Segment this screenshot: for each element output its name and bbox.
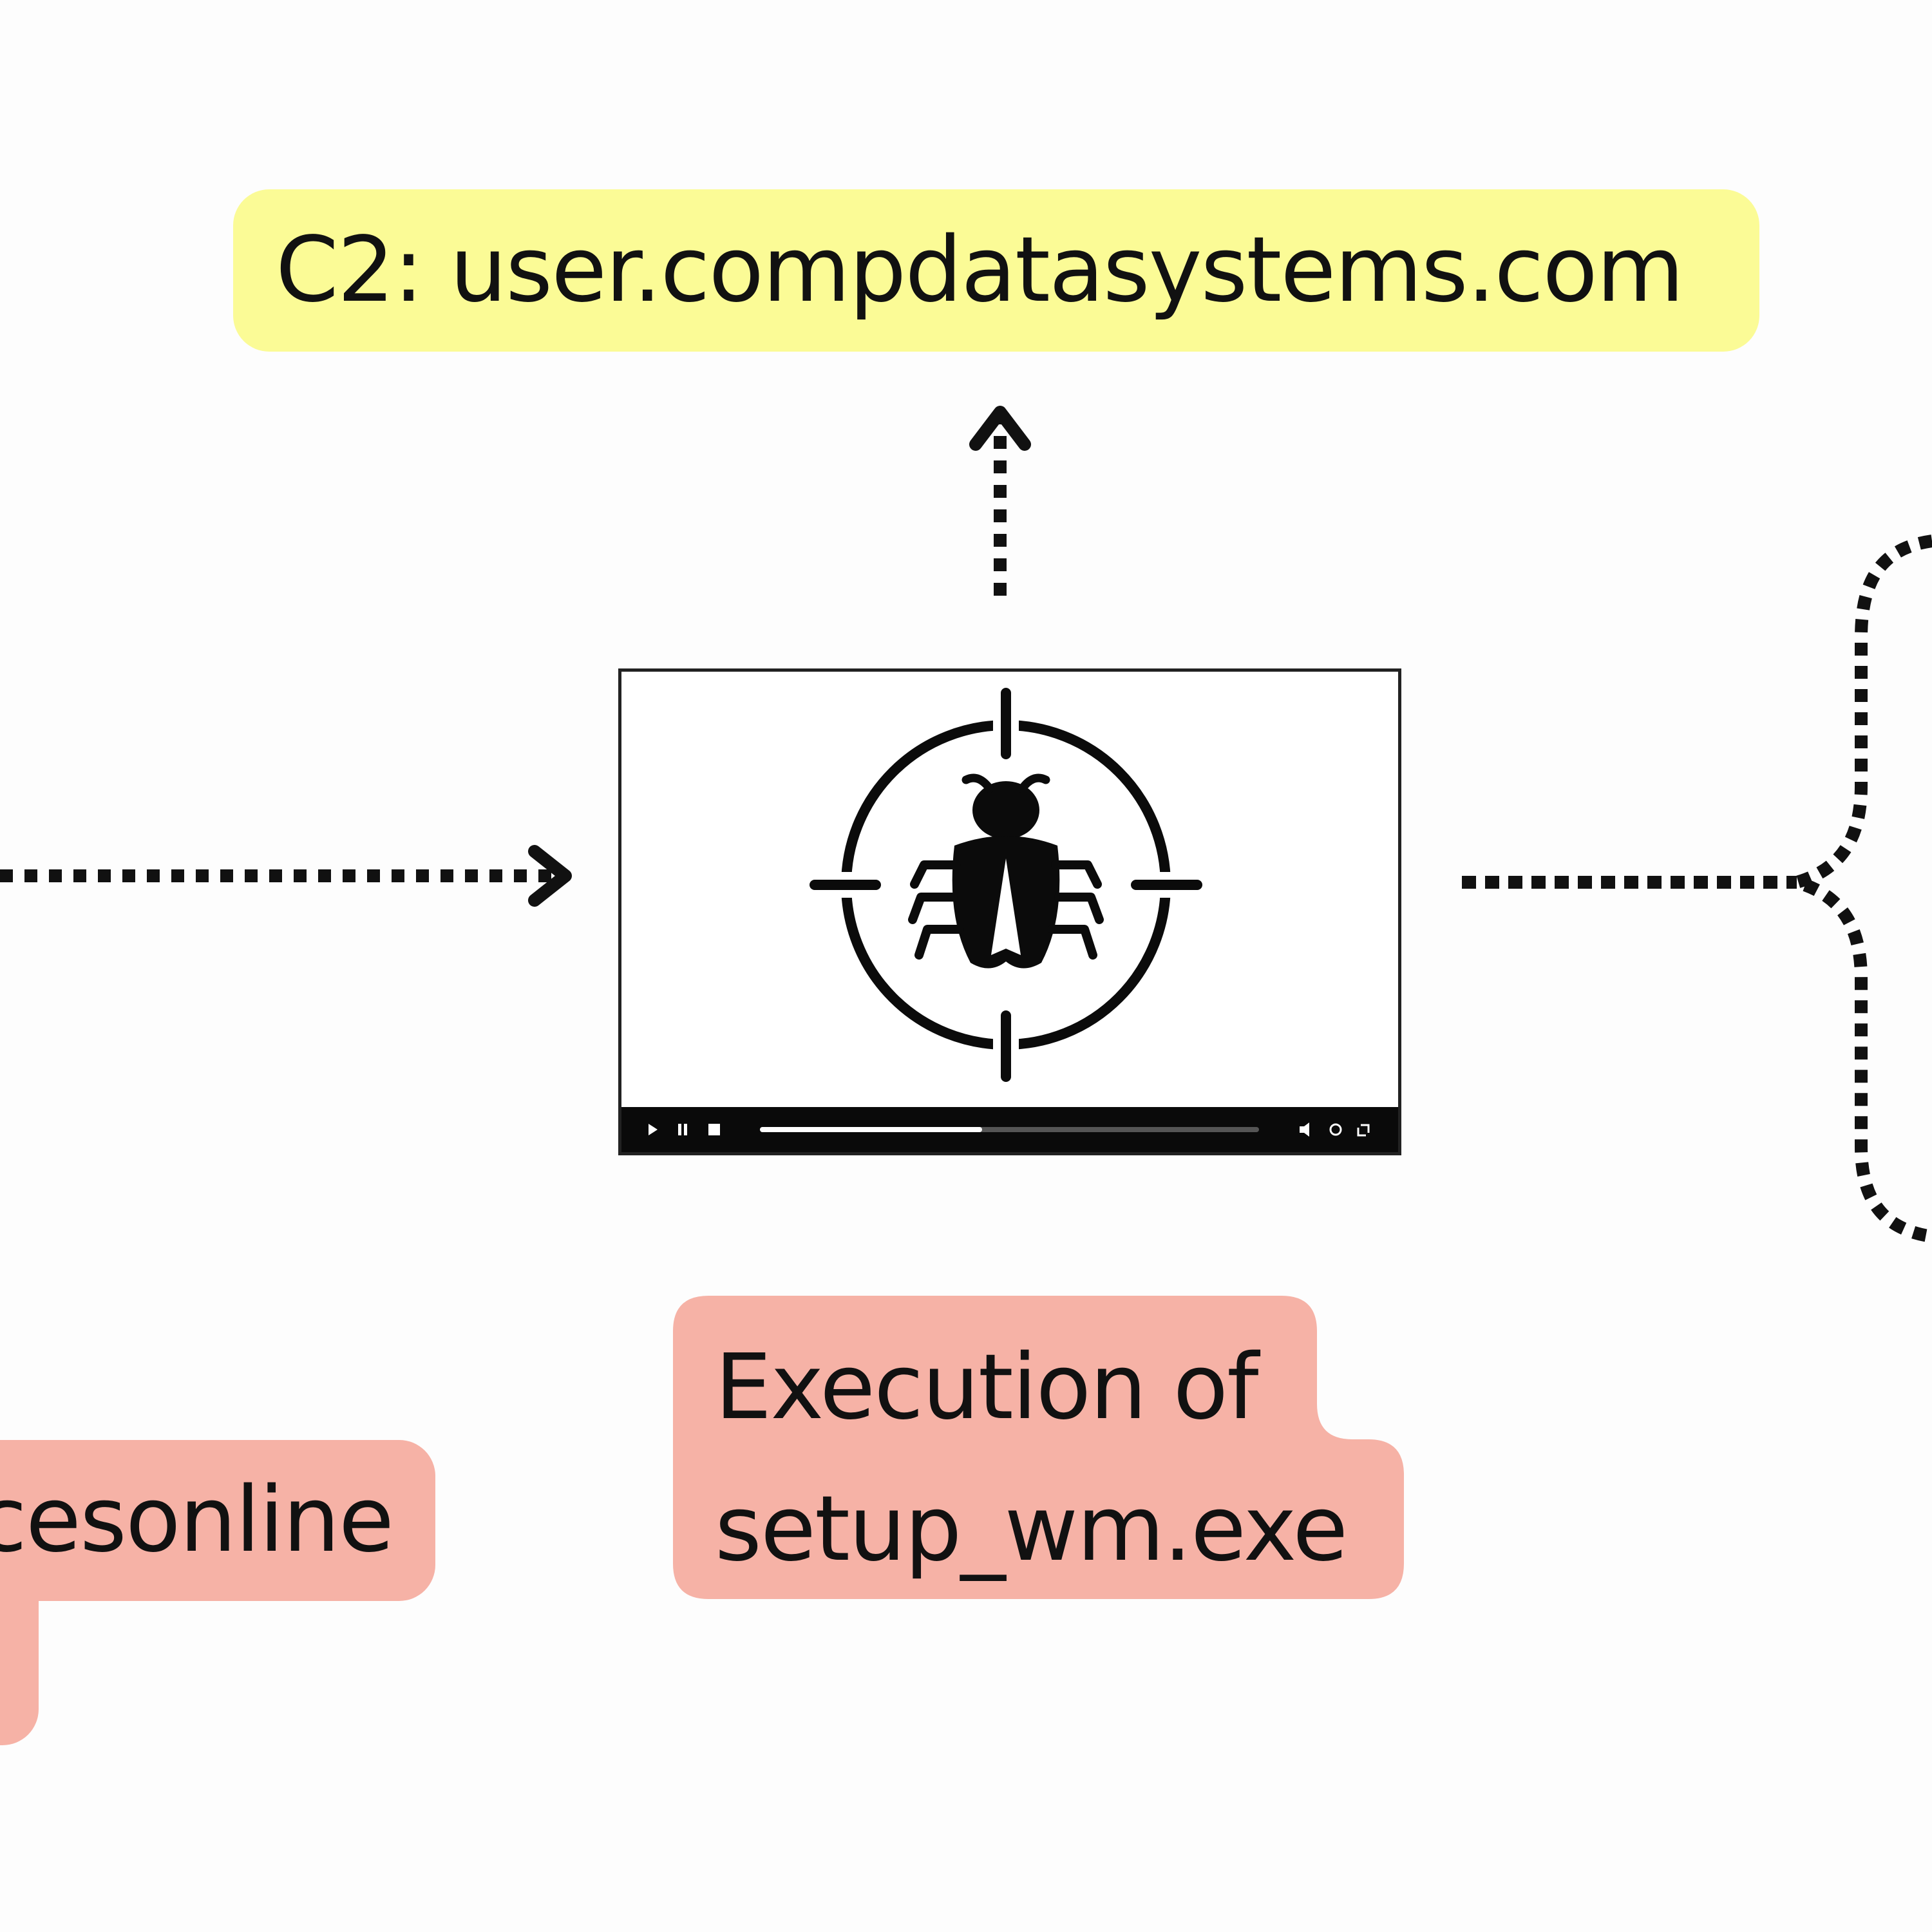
curly-brace [1773,535,1932,1243]
c2-domain-label: C2: user.compdatasystems.com [233,189,1759,352]
bug-target-icon [810,688,1202,1082]
left-partial-label: cesonline [0,1440,435,1601]
volume-icon [1300,1122,1309,1137]
pause-icon [678,1124,687,1135]
fullscreen-icon [1357,1124,1370,1137]
arrow-right-head [528,845,572,907]
settings-icon [1329,1123,1342,1136]
execution-label-line2: setup_wm.exe [715,1477,1348,1582]
stop-icon [708,1124,720,1135]
execution-label-line1: Execution of [715,1335,1258,1440]
play-icon [649,1124,658,1135]
video-control-bar [621,1107,1398,1152]
arrow-up-head [969,406,1031,451]
video-player-frame [618,668,1401,1155]
execution-highlight [673,1296,1404,1599]
progress-fill [760,1127,982,1132]
